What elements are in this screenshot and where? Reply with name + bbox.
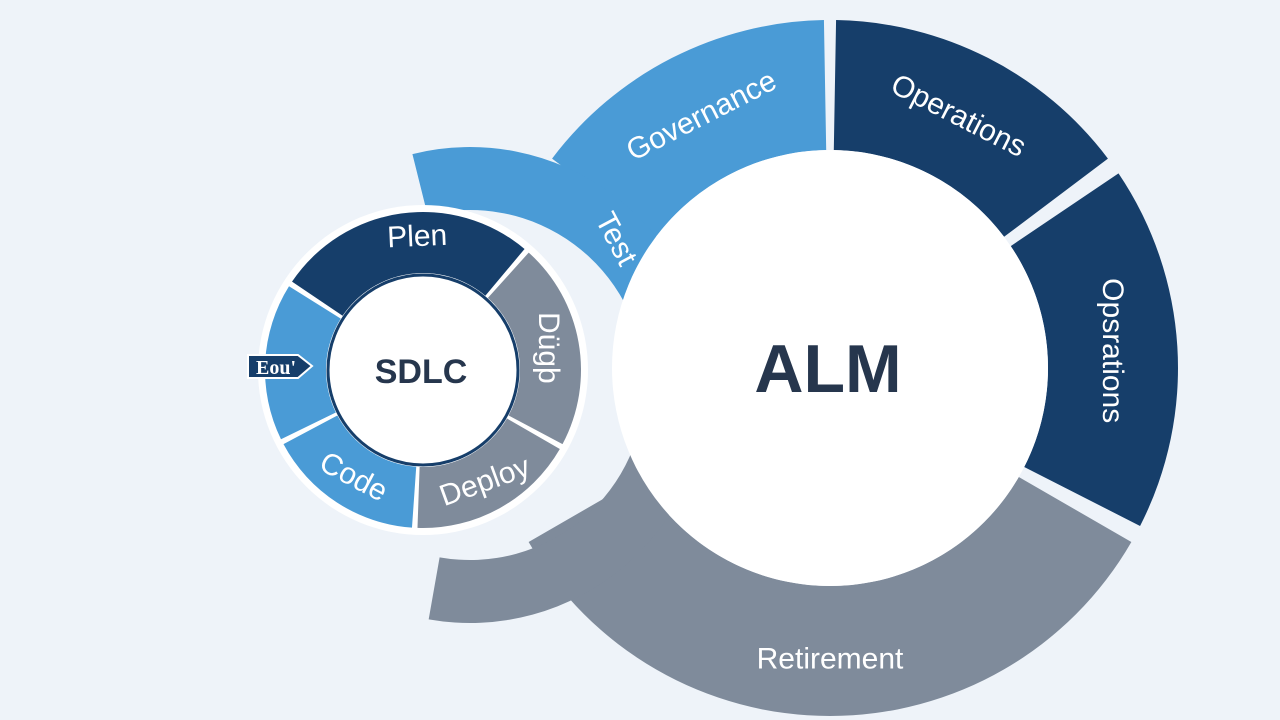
sdlc-design-segment — [487, 252, 581, 445]
alm-operations-segment — [833, 20, 1108, 237]
sdlc-pointer-tag: Eou' — [247, 354, 314, 379]
sdlc-pointer-tag-label: Eou' — [256, 357, 296, 379]
sdlc-deploy-segment — [417, 418, 560, 528]
alm-center-circle — [612, 150, 1048, 586]
alm-operations-right-label: Opsrations — [1096, 278, 1129, 423]
sdlc-plan-label: Plen — [386, 219, 447, 255]
alm-retirement-segment — [528, 477, 1132, 716]
alm-operations-right-segment — [1010, 173, 1178, 526]
alm-governance-segment — [552, 20, 827, 237]
alm-retirement-label: Retirement — [757, 643, 904, 676]
sdlc-plan-segment — [292, 212, 525, 316]
sdlc-code-segment — [283, 415, 417, 528]
alm-center-label: ALM — [754, 331, 901, 407]
sdlc-center-label: SDLC — [375, 353, 468, 391]
sdlc-center-circle — [326, 273, 520, 467]
sdlc-design-label: Dügþ — [532, 312, 565, 384]
